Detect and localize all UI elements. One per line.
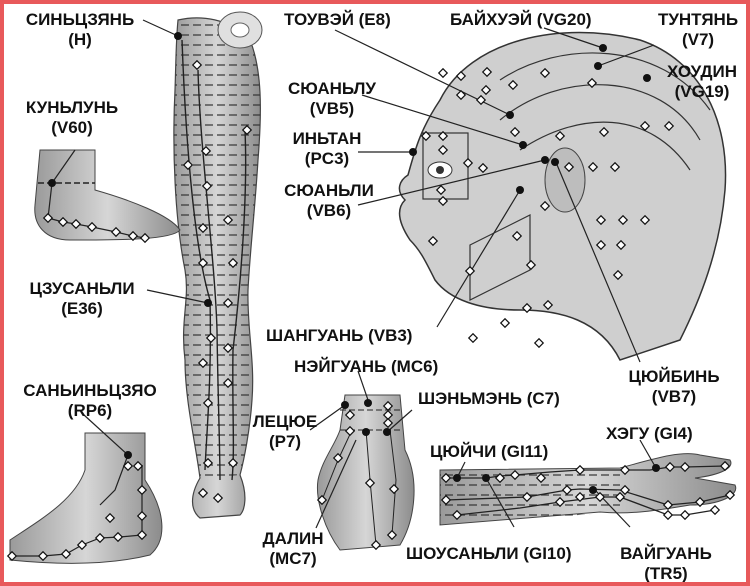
label-cyuichi: ЦЮЙЧИ (GI11) [430,442,549,461]
open-points [6,59,736,562]
head-illustration [398,31,727,361]
label-houdin: ХОУДИН (VG19) [666,62,738,101]
foot-illustration-upper [34,149,181,241]
label-dalin: ДАЛИН (MC7) [262,529,324,568]
arm-illustration [439,453,737,526]
label-syuanlu: СЮАНЬЛУ (VB5) [287,79,376,118]
label-intan: ИНЬТАН (PC3) [292,129,362,168]
label-tuntyan: ТУНТЯНЬ (V7) [657,10,739,49]
label-cyuibin: ЦЮЙБИНЬ (VB7) [628,367,720,406]
leg-illustration [173,11,263,519]
label-vaiguan: ВАЙГУАНЬ (TR5) [620,544,712,583]
label-hegu: ХЭГУ (GI4) [606,424,693,443]
label-syuanli: СЮАНЬЛИ (VB6) [284,181,374,220]
foot-illustration-lower [9,432,163,564]
label-baihuei: БАЙХУЭЙ (VG20) [450,10,592,29]
label-sinczyan: СИНЬЦЗЯНЬ (H) [25,10,135,49]
label-saninczyao: САНЬИНЬЦЗЯО (RP6) [23,381,157,420]
hand-illustration [316,394,415,551]
label-kunlun: КУНЬЛУНЬ (V60) [25,98,119,137]
body-illustrations [6,11,737,564]
label-czusanli: ЦЗУСАНЬЛИ (E36) [29,279,135,318]
label-neiguan: НЭЙГУАНЬ (MC6) [294,357,439,376]
label-shenmen: ШЭНЬМЭНЬ (C7) [418,389,560,408]
label-lecyue: ЛЕЦЮЕ (P7) [252,412,318,451]
label-shousanli: ШОУСАНЬЛИ (GI10) [406,544,572,563]
label-shanguan: ШАНГУАНЬ (VB3) [266,326,413,345]
filled-points [48,32,660,494]
label-touvei: ТОУВЭЙ (E8) [284,10,391,29]
